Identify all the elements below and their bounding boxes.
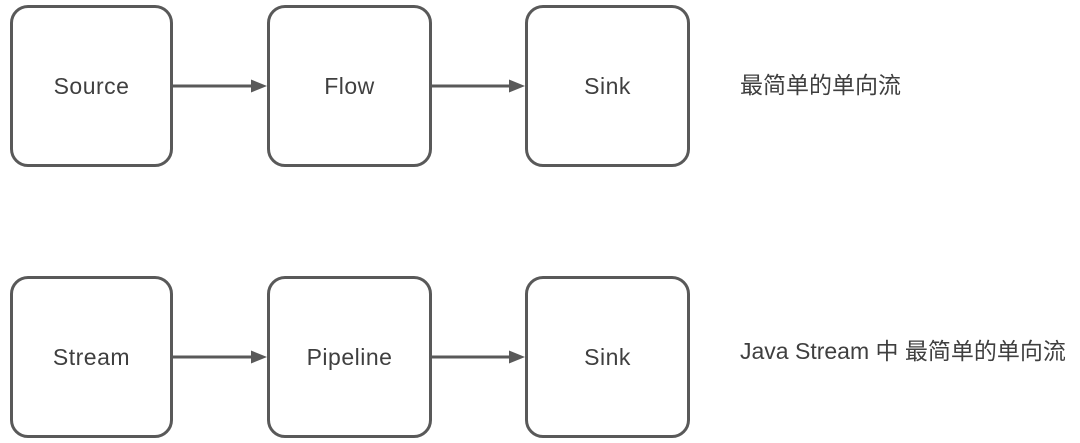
arrow-right-icon [432,350,525,364]
node-source-label: Source [53,72,130,99]
node-source: Source [10,5,173,167]
node-sink-row2: Sink [525,276,690,438]
node-sink-row1: Sink [525,5,690,167]
node-stream: Stream [10,276,173,438]
caption-simple-unidirectional-flow: 最简单的单向流 [740,71,901,98]
node-pipeline-label: Pipeline [306,343,393,370]
caption-java-stream-unidirectional-flow: Java Stream 中 最简单的单向流 [740,337,1066,364]
node-sink-row1-label: Sink [584,72,631,99]
arrow-right-icon [173,350,267,364]
node-sink-row2-label: Sink [584,343,631,370]
node-pipeline: Pipeline [267,276,432,438]
arrow-right-icon [173,79,267,93]
arrow-right-icon [432,79,525,93]
node-flow: Flow [267,5,432,167]
node-flow-label: Flow [324,72,375,99]
node-stream-label: Stream [52,343,131,370]
